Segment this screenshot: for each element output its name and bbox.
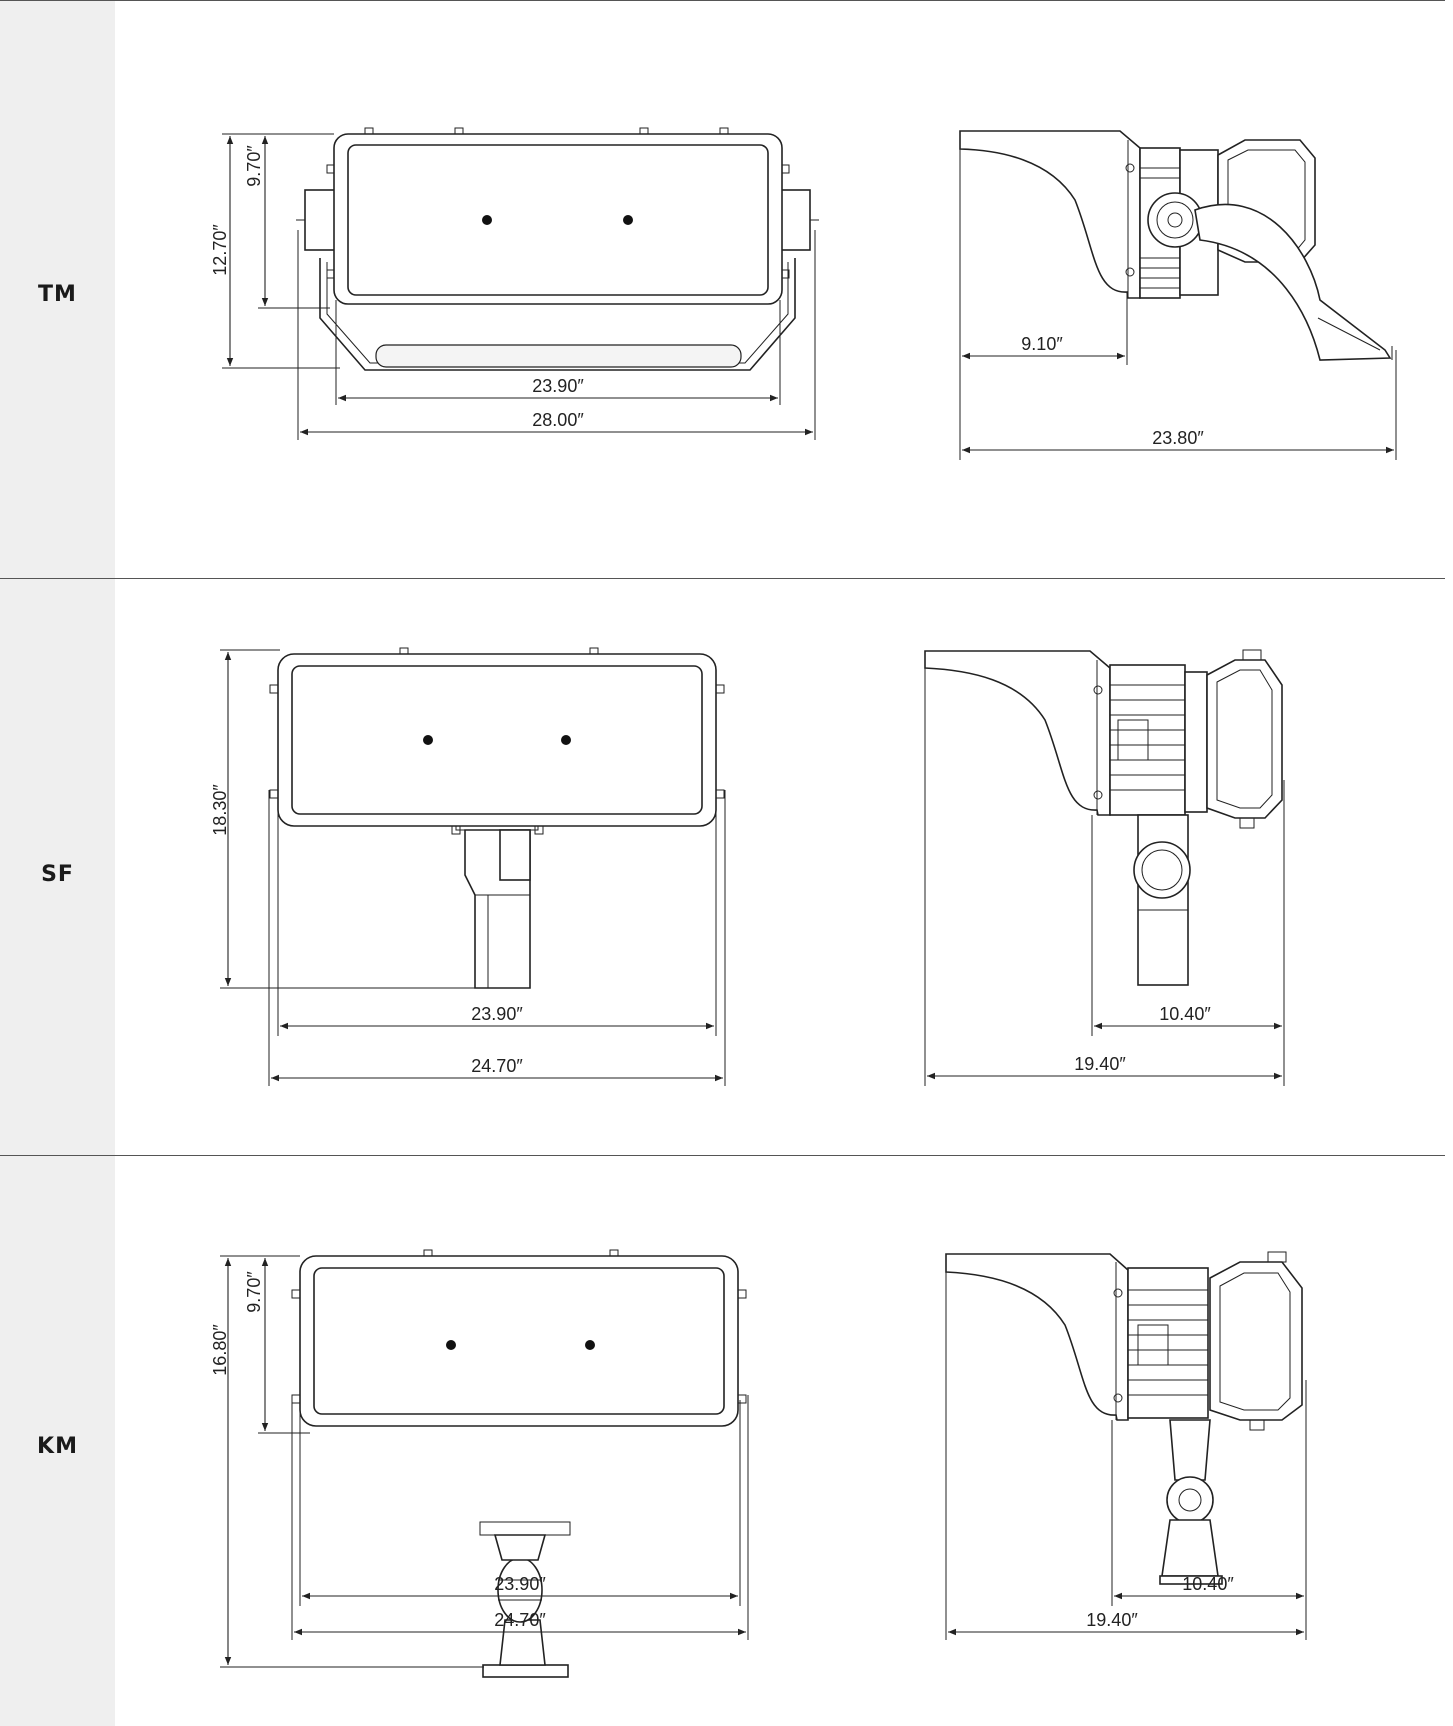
km-front-width-inner: 23.90″ [494, 1574, 546, 1594]
sf-front-height-outer: 18.30″ [210, 784, 230, 836]
km-front-height-outer: 16.80″ [210, 1324, 230, 1376]
sf-front-width-inner: 23.90″ [471, 1004, 523, 1024]
tm-front-width-inner: 23.90″ [532, 376, 584, 396]
tm-side-depth-inner: 9.10″ [1021, 334, 1063, 354]
divider-sf-km [0, 1155, 1445, 1156]
sf-front-drawing: 18.30″ 23.90″ 24.70″ [210, 647, 726, 1086]
km-side-depth-outer: 19.40″ [1086, 1610, 1138, 1630]
row-label-sf: SF [41, 862, 74, 887]
label-column [0, 0, 115, 1726]
sf-front-width-outer: 24.70″ [471, 1056, 523, 1076]
tm-front-height-inner: 9.70″ [244, 145, 264, 187]
sf-side-depth-outer: 19.40″ [1074, 1054, 1126, 1074]
tm-side-depth-outer: 23.80″ [1152, 428, 1204, 448]
tm-front-width-outer: 28.00″ [532, 410, 584, 430]
tm-front-height-outer: 12.70″ [210, 224, 230, 276]
divider-tm-sf [0, 578, 1445, 579]
tm-front-drawing: 12.70″ 9.70″ 23.90″ 28.00″ [210, 127, 819, 440]
row-label-tm: TM [38, 282, 77, 307]
km-front-height-inner: 9.70″ [244, 1271, 264, 1313]
sf-side-depth-inner: 10.40″ [1159, 1004, 1211, 1024]
sf-side-drawing: 10.40″ 19.40″ [924, 649, 1285, 1086]
row-label-km: KM [37, 1434, 78, 1459]
km-side-depth-inner: 10.40″ [1182, 1574, 1234, 1594]
km-front-width-outer: 24.70″ [494, 1610, 546, 1630]
divider-top [0, 0, 1445, 1]
tm-side-drawing: 9.10″ 23.80″ [959, 130, 1397, 460]
